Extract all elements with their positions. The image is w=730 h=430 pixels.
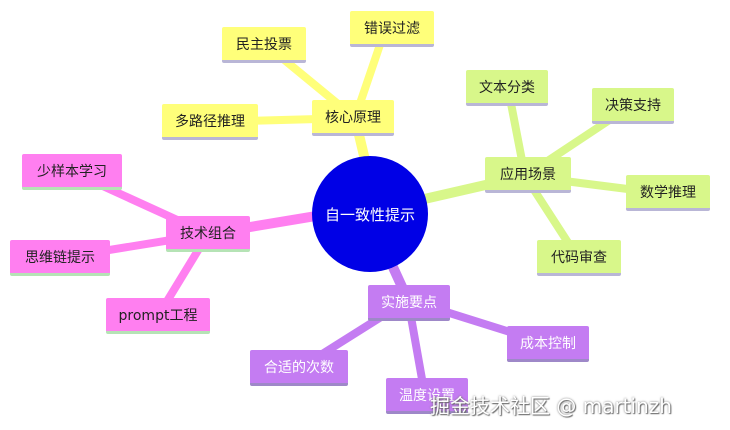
branch-node-core[interactable]: 核心原理 — [312, 100, 394, 136]
branch-node-combo[interactable]: 技术组合 — [166, 216, 250, 252]
leaf-node-impl-2[interactable]: 成本控制 — [507, 326, 589, 362]
leaf-node-apps-3[interactable]: 代码审查 — [537, 240, 621, 276]
leaf-node-core-0[interactable]: 多路径推理 — [162, 104, 258, 140]
leaf-node-apps-0[interactable]: 文本分类 — [466, 70, 548, 106]
leaf-node-core-2[interactable]: 错误过滤 — [350, 11, 434, 47]
leaf-node-combo-2[interactable]: prompt工程 — [106, 298, 210, 334]
branch-node-apps[interactable]: 应用场景 — [485, 157, 571, 193]
leaf-node-combo-1[interactable]: 思维链提示 — [10, 240, 110, 276]
leaf-node-impl-1[interactable]: 温度设置 — [386, 378, 468, 414]
watermark-text: 掘金技术社区 @ martinzh — [430, 394, 672, 418]
root-node[interactable]: 自一致性提示 — [312, 156, 428, 272]
leaf-node-apps-1[interactable]: 决策支持 — [592, 88, 674, 124]
leaf-node-apps-2[interactable]: 数学推理 — [626, 175, 710, 211]
branch-node-impl[interactable]: 实施要点 — [368, 285, 450, 321]
leaf-node-combo-0[interactable]: 少样本学习 — [22, 154, 122, 190]
leaf-node-impl-0[interactable]: 合适的次数 — [250, 350, 348, 386]
leaf-node-core-1[interactable]: 民主投票 — [222, 27, 306, 63]
